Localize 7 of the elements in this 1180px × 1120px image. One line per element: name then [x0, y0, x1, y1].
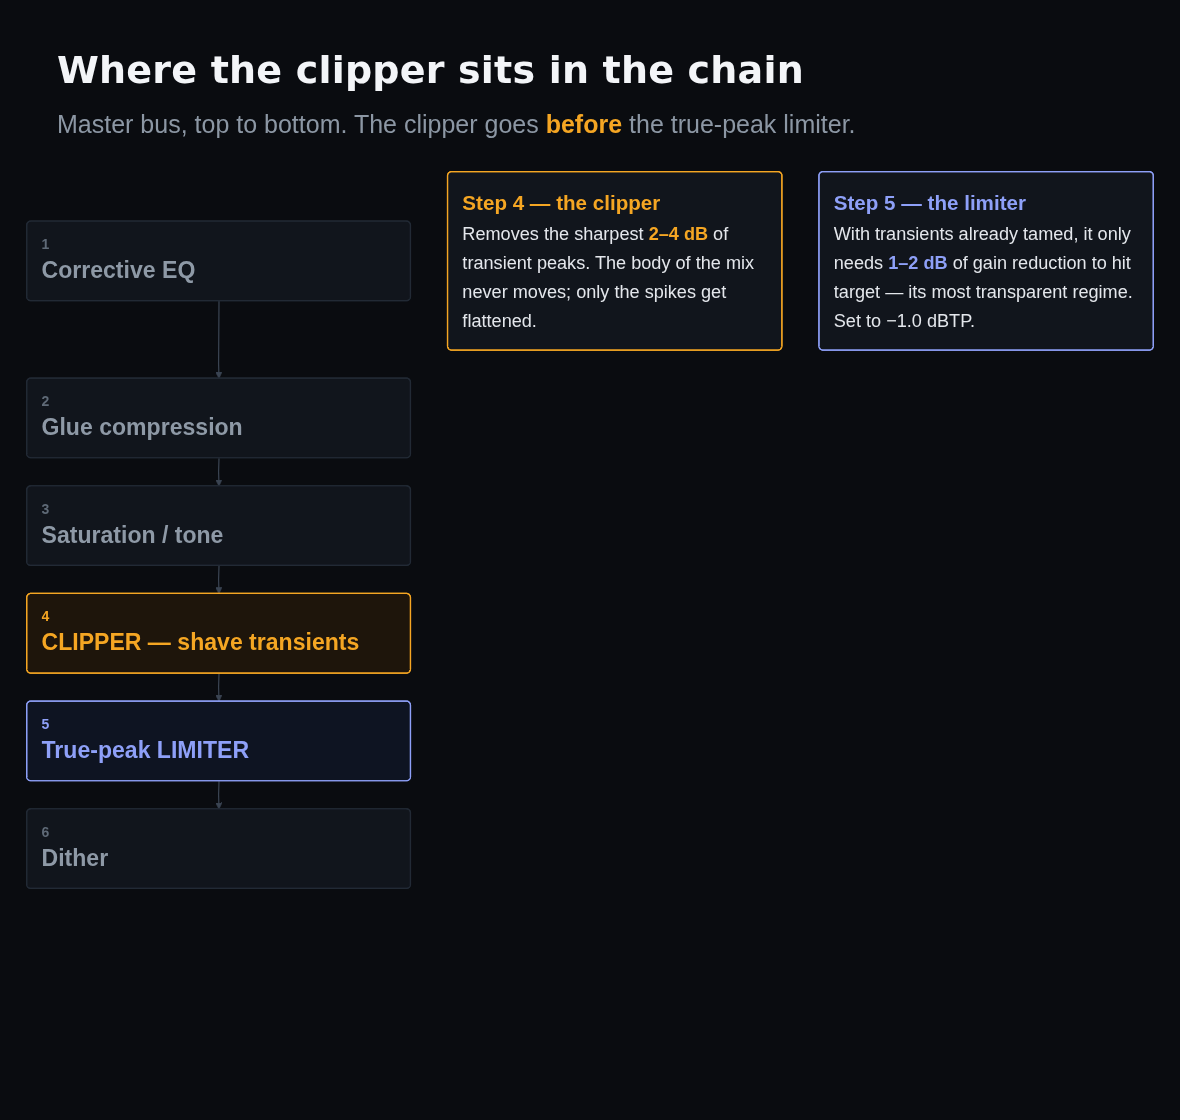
subtitle: Master bus, top to bottom. The clipper goes before the true-peak limiter. [57, 110, 856, 139]
arrow [215, 300, 223, 379]
arrow [215, 780, 223, 810]
arrow [215, 565, 223, 595]
arrow [215, 672, 223, 702]
diagram-title: Where the clipper sits in the chain [57, 48, 804, 92]
arrow [215, 457, 223, 487]
